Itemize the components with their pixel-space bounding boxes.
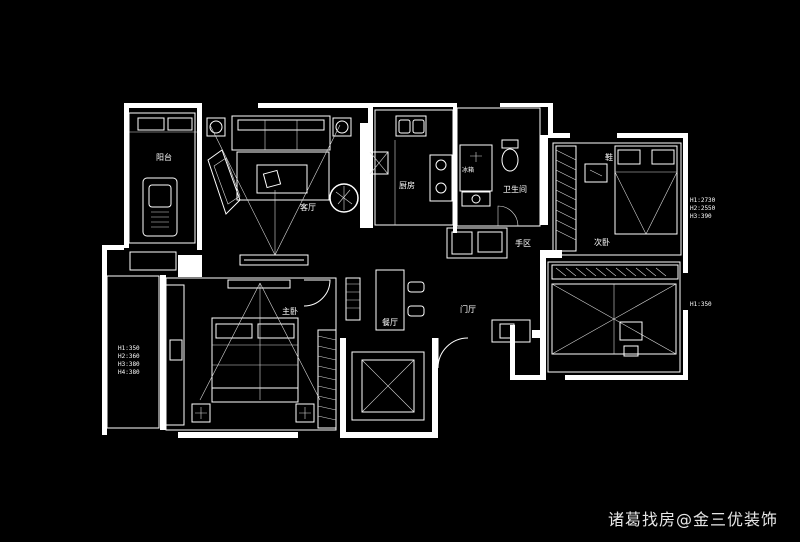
- dining-area: 餐厅: [345, 269, 425, 331]
- kitchen-area: 厨房: [369, 109, 454, 226]
- shoe-area-label: 鞋: [605, 152, 613, 162]
- shower-icon: 冰箱: [459, 144, 493, 192]
- sofa-icon: [231, 115, 331, 151]
- second-bedroom-label: 次卧: [594, 237, 610, 247]
- master-bedroom-label: 主卧: [282, 306, 298, 316]
- master-bedroom-area: 主卧: [165, 277, 337, 431]
- elevator-icon: [351, 351, 425, 421]
- hand-wash-area: 手区: [446, 227, 531, 259]
- nightstand-icon: [191, 403, 315, 423]
- master-bed-icon: [211, 317, 299, 403]
- bathroom-area: 冰箱 卫生间: [456, 107, 541, 227]
- bathroom-label: 卫生间: [503, 184, 527, 194]
- study-dim-1: H1:350: [690, 301, 712, 308]
- fridge-icon: [369, 151, 389, 175]
- living-room-area: 客厅: [206, 115, 359, 266]
- second-bedroom-dim-1: H1:2730: [690, 197, 716, 204]
- side-table-icon: [206, 117, 352, 137]
- balcony-area: 阳台: [128, 112, 197, 244]
- master-wardrobe-icon: [317, 329, 337, 429]
- watermark-text: 诸葛找房@金三优装饰: [607, 510, 778, 529]
- foyer-label: 门厅: [460, 304, 476, 314]
- coffee-table-icon: [236, 151, 330, 201]
- master-left-dim-4: H4:380: [118, 369, 140, 376]
- sink-icon: [395, 115, 427, 137]
- foyer-area: 门厅: [437, 304, 531, 369]
- basin-icon: [461, 191, 491, 207]
- master-left-dim-2: H2:360: [118, 353, 140, 360]
- dining-room-label: 餐厅: [382, 318, 398, 327]
- desk-icon: [584, 163, 608, 183]
- master-view-lines: [199, 282, 321, 401]
- left-room-area: H1:350 H2:360 H3:380 H4:380: [106, 251, 185, 429]
- second-bedroom-dim-3: H3:390: [690, 213, 712, 220]
- balcony-label: 阳台: [156, 152, 172, 162]
- second-bedroom-area: 鞋 次卧 H1:2730 H2:2550 H3:390: [552, 142, 716, 256]
- stove-icon: [429, 154, 453, 202]
- tv-cabinet-icon: [239, 254, 309, 266]
- kitchen-label: 厨房: [399, 180, 415, 190]
- kitchen-fridge-label: 冰箱: [462, 166, 474, 174]
- living-room-label: 客厅: [300, 202, 316, 212]
- hand-wash-label: 手区: [515, 238, 531, 248]
- bed-icon: [614, 145, 678, 235]
- tv-view-lines: [209, 124, 341, 256]
- washing-machine-icon: [142, 177, 178, 237]
- study-area: H1:350: [547, 261, 712, 373]
- toilet-icon: [501, 139, 519, 172]
- dining-table-icon: [375, 269, 425, 331]
- second-bedroom-dim-2: H2:2550: [690, 205, 716, 212]
- master-left-dim-3: H3:380: [118, 361, 140, 368]
- chair-icon: [619, 321, 643, 357]
- wardrobe-icon: [555, 145, 577, 252]
- outer-walls: [102, 103, 688, 438]
- armchair-icon: [207, 149, 241, 215]
- plant-icon: [329, 183, 359, 213]
- master-left-dim-1: H1:350: [118, 345, 140, 352]
